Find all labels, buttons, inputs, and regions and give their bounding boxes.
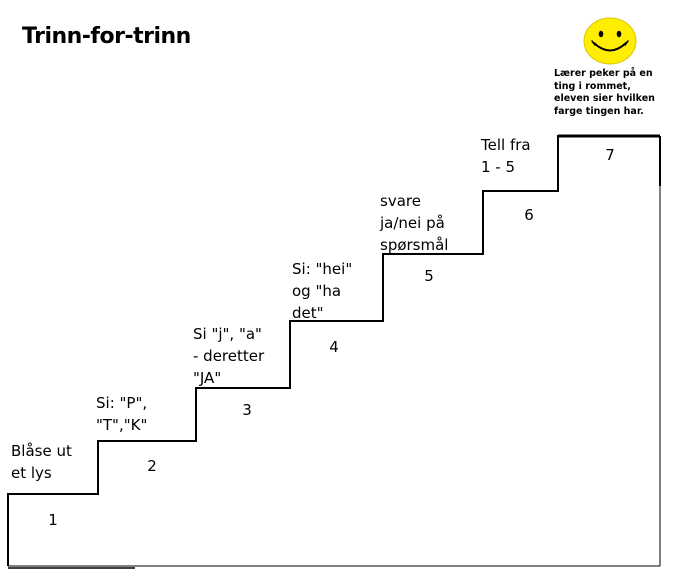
step-1-number: 1 bbox=[48, 511, 58, 529]
step-5-number: 5 bbox=[424, 267, 434, 285]
smiley-face bbox=[583, 17, 637, 65]
step-3-label: Si "j", "a" - deretter "JA" bbox=[193, 325, 265, 387]
smiley-right-eye bbox=[616, 30, 622, 38]
step-1-label: Blåse ut et lys bbox=[11, 442, 72, 482]
staircase-outline bbox=[7, 135, 660, 566]
smiley-face-icon bbox=[583, 17, 637, 65]
step-2-number: 2 bbox=[147, 457, 157, 475]
diagram-title: Trinn-for-trinn bbox=[22, 24, 191, 49]
step-7-number: 7 bbox=[605, 146, 615, 164]
step-7-label: Lærer peker på en ting i rommet, eleven … bbox=[554, 68, 655, 117]
step-4-number: 4 bbox=[329, 338, 339, 356]
smiley-mouth bbox=[593, 42, 627, 52]
step-5-label: svare ja/nei på spørsmål bbox=[380, 192, 449, 254]
smiley-left-eye bbox=[598, 30, 604, 38]
step-6-number: 6 bbox=[524, 206, 534, 224]
step-6-label: Tell fra 1 - 5 bbox=[481, 136, 531, 176]
step-2-label: Si: "P", "T","K" bbox=[96, 394, 148, 434]
step-3-number: 3 bbox=[242, 401, 252, 419]
step-4-label: Si: "hei" og "ha det" bbox=[292, 260, 353, 322]
smiley-mouth-corners bbox=[591, 40, 629, 46]
